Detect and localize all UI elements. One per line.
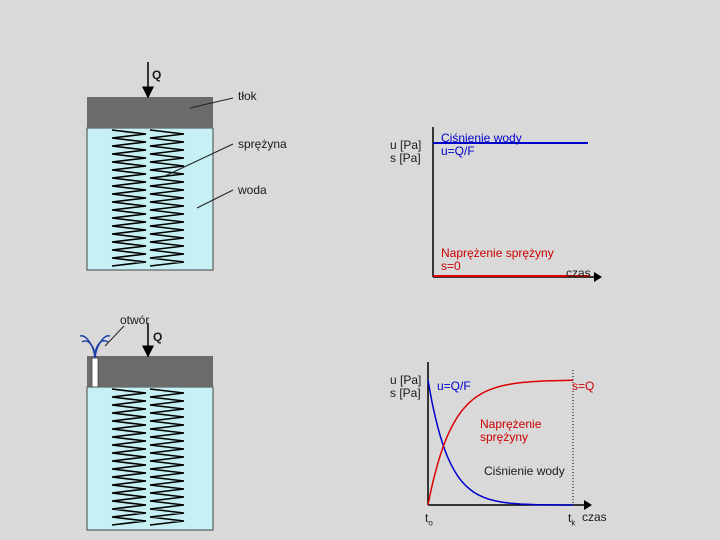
top-chart-ylabel-u: u [Pa] bbox=[390, 138, 422, 152]
bottom-spring-left bbox=[111, 388, 147, 526]
bottom-chart-ylabel-s: s [Pa] bbox=[390, 386, 421, 400]
spring-label: sprężyna bbox=[238, 137, 287, 151]
top-piston bbox=[87, 97, 213, 128]
t0-tick-label: to bbox=[425, 511, 433, 528]
piston-leader-line bbox=[189, 97, 234, 109]
hole-channel bbox=[91, 357, 99, 388]
bottom-spring-right bbox=[149, 388, 185, 526]
bottom-chart bbox=[427, 362, 592, 510]
water-pressure-title: Ciśnienie wody bbox=[441, 131, 522, 145]
top-chart-x-arrowhead bbox=[594, 272, 602, 282]
hole-label: otwór bbox=[120, 313, 150, 327]
bottom-chart-ylabel-u: u [Pa] bbox=[390, 373, 422, 387]
bottom-chart-xlabel: czas bbox=[582, 510, 607, 524]
water-label: woda bbox=[238, 183, 267, 197]
spring-coil bbox=[111, 129, 147, 267]
spring-coil bbox=[149, 129, 185, 267]
top-chart-xlabel: czas bbox=[566, 266, 591, 280]
top-spring-right bbox=[149, 129, 185, 267]
hole-leader-line bbox=[104, 325, 125, 347]
top-water bbox=[86, 127, 214, 271]
water-jet-icon bbox=[79, 335, 111, 359]
bottom-cylinder bbox=[86, 356, 214, 531]
top-chart bbox=[432, 127, 602, 282]
top-force-label: Q bbox=[152, 68, 162, 82]
bottom-chart-water-curve bbox=[427, 379, 573, 506]
piston-label: tłok bbox=[238, 89, 257, 103]
spring-coil bbox=[111, 388, 147, 526]
spring-stress-formula: s=0 bbox=[441, 259, 461, 273]
spring-curve-label-1: Naprężenie bbox=[480, 417, 542, 431]
spring-stress-title: Naprężenie sprężyny bbox=[441, 246, 554, 260]
bottom-water bbox=[86, 386, 214, 531]
spring-end-label: s=Q bbox=[572, 379, 595, 393]
water-leader-line bbox=[196, 189, 234, 209]
spring-leader-line bbox=[164, 143, 234, 177]
top-spring-left bbox=[111, 129, 147, 267]
water-start-label: u=Q/F bbox=[437, 379, 471, 393]
water-curve-label: Ciśnienie wody bbox=[484, 464, 565, 478]
water-pressure-formula: u=Q/F bbox=[441, 144, 475, 158]
bottom-piston bbox=[87, 356, 213, 387]
top-cylinder bbox=[86, 97, 214, 271]
tk-tick-label: tk bbox=[568, 511, 576, 528]
bottom-chart-x-arrowhead bbox=[584, 500, 592, 510]
top-chart-ylabel-s: s [Pa] bbox=[390, 151, 421, 165]
spring-coil bbox=[149, 388, 185, 526]
spring-curve-label-2: sprężyny bbox=[480, 430, 529, 444]
bottom-chart-spring-curve bbox=[427, 379, 573, 506]
bottom-force-label: Q bbox=[153, 330, 163, 344]
